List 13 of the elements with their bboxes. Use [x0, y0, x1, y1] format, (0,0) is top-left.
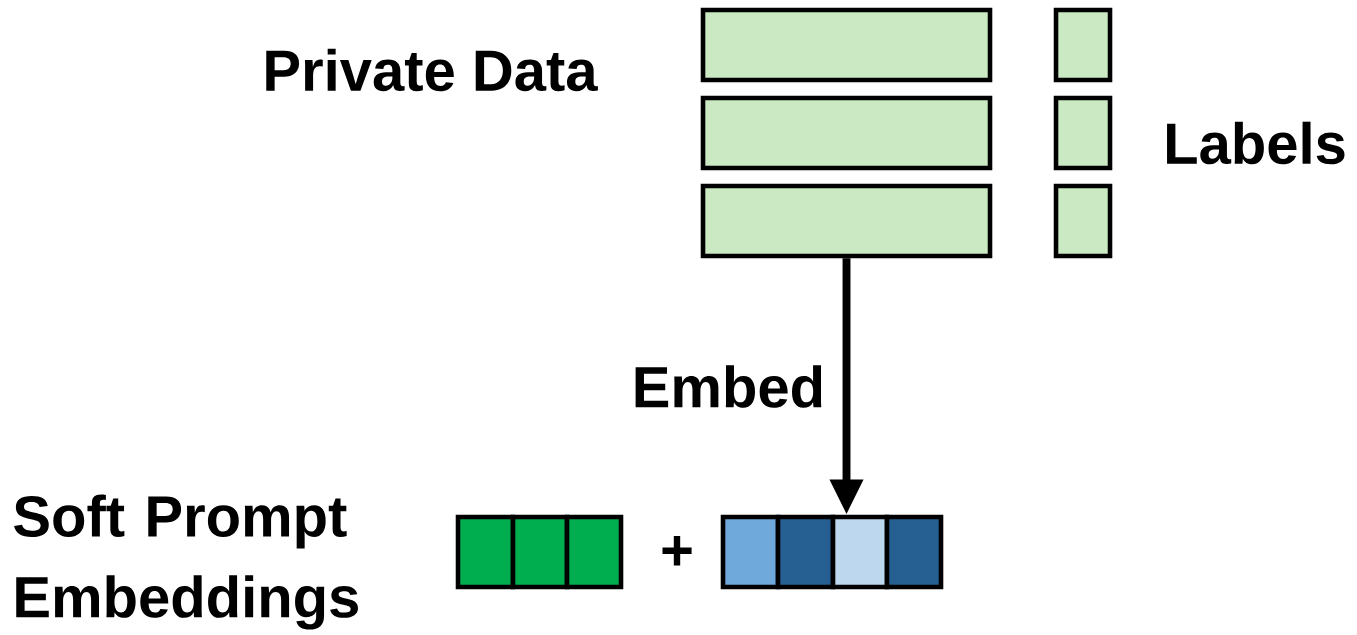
label-cell — [1053, 95, 1113, 171]
plus-sign: + — [662, 536, 692, 566]
data-row — [700, 7, 993, 83]
heading-text: Private Data — [266, 48, 598, 92]
heading-text: Labels — [1167, 121, 1345, 165]
heading-text: Soft Prompt Embeddings — [14, 494, 358, 630]
soft-prompt-cell — [564, 514, 624, 590]
label-cell — [1053, 183, 1113, 259]
edge-label: Embed — [628, 361, 829, 412]
data-row — [700, 183, 993, 259]
data-row — [700, 95, 993, 171]
embedding-cell — [884, 514, 944, 590]
label-cell — [1053, 7, 1113, 83]
